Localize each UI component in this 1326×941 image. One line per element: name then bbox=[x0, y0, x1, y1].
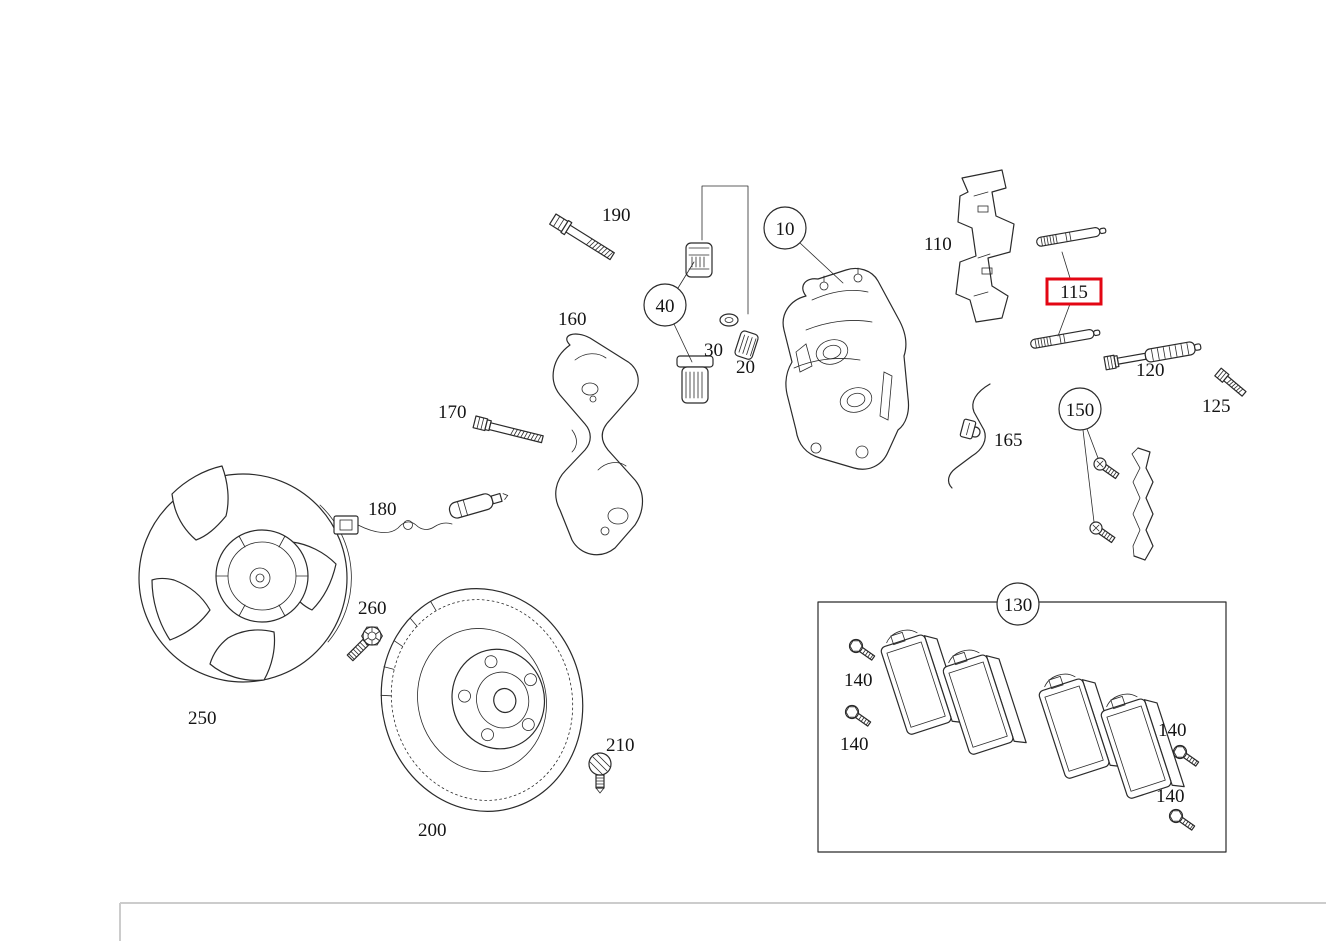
spring-clip-165 bbox=[947, 383, 991, 489]
part-label-210[interactable]: 210 bbox=[606, 735, 635, 756]
part-label-200[interactable]: 200 bbox=[418, 820, 447, 841]
caliper-carrier bbox=[552, 333, 644, 556]
callout-10[interactable]: 10 bbox=[763, 206, 807, 250]
guide-pin-upper bbox=[1036, 226, 1107, 247]
part-label-120[interactable]: 120 bbox=[1136, 360, 1165, 381]
part-label-165[interactable]: 165 bbox=[994, 430, 1023, 451]
leader-lines-115 bbox=[1057, 251, 1071, 337]
guide-sleeve-20 bbox=[734, 330, 759, 360]
part-label-250[interactable]: 250 bbox=[188, 708, 217, 729]
wear-sensor bbox=[333, 492, 509, 535]
callout-130-number[interactable]: 130 bbox=[1004, 595, 1033, 616]
callout-130[interactable]: 130 bbox=[996, 582, 1040, 626]
callout-10-number[interactable]: 10 bbox=[776, 219, 795, 240]
part-label-160[interactable]: 160 bbox=[558, 309, 587, 330]
splash-shield bbox=[138, 465, 352, 683]
part-label-20[interactable]: 20 bbox=[736, 357, 755, 378]
pad-bolt-4 bbox=[1168, 808, 1196, 831]
brake-pad-inner-right bbox=[1100, 693, 1185, 799]
part-label-125[interactable]: 125 bbox=[1202, 396, 1231, 417]
part-label-140-4[interactable]: 140 bbox=[1156, 786, 1185, 807]
pad-bolt-2 bbox=[844, 704, 872, 727]
locating-screw bbox=[588, 752, 612, 794]
part-label-140-3[interactable]: 140 bbox=[1158, 720, 1187, 741]
part-label-170[interactable]: 170 bbox=[438, 402, 467, 423]
retaining-plate bbox=[955, 169, 1015, 323]
part-label-115[interactable]: 115 bbox=[1060, 282, 1088, 303]
disc-bolt bbox=[346, 626, 383, 662]
part-label-180[interactable]: 180 bbox=[368, 499, 397, 520]
callout-150-number[interactable]: 150 bbox=[1066, 400, 1095, 421]
highlighted-part-115[interactable]: 115 bbox=[1045, 277, 1103, 306]
bolt-125 bbox=[1214, 367, 1247, 397]
guide-pin-lower bbox=[1030, 328, 1101, 349]
page-frame bbox=[119, 902, 1326, 941]
caliper-bolt-190 bbox=[549, 213, 615, 261]
part-label-30[interactable]: 30 bbox=[704, 340, 723, 361]
part-label-140-2[interactable]: 140 bbox=[840, 734, 869, 755]
guide-bolt-120 bbox=[1103, 341, 1202, 371]
leader-lines-callouts bbox=[673, 242, 1099, 523]
brake-pad-inner-left bbox=[942, 649, 1027, 755]
callout-150[interactable]: 150 bbox=[1058, 387, 1102, 431]
part-label-140-1[interactable]: 140 bbox=[844, 670, 873, 691]
part-label-110[interactable]: 110 bbox=[924, 234, 952, 255]
leader-lines-bushings bbox=[701, 185, 749, 315]
callout-40-number[interactable]: 40 bbox=[656, 296, 675, 317]
callout-40[interactable]: 40 bbox=[643, 283, 687, 327]
highlight-box bbox=[1045, 277, 1103, 306]
guide-bushing-upper bbox=[685, 242, 713, 278]
guide-bushing-lower bbox=[676, 355, 714, 404]
clip-kit-150 bbox=[1089, 447, 1154, 561]
part-label-260[interactable]: 260 bbox=[358, 598, 387, 619]
carrier-bolt-170 bbox=[472, 415, 544, 444]
brake-caliper bbox=[782, 267, 910, 470]
washer-30 bbox=[719, 313, 739, 327]
brake-disc bbox=[380, 588, 584, 812]
part-label-190[interactable]: 190 bbox=[602, 205, 631, 226]
pad-bolt-1 bbox=[848, 638, 876, 661]
pad-bolt-3 bbox=[1172, 744, 1200, 767]
